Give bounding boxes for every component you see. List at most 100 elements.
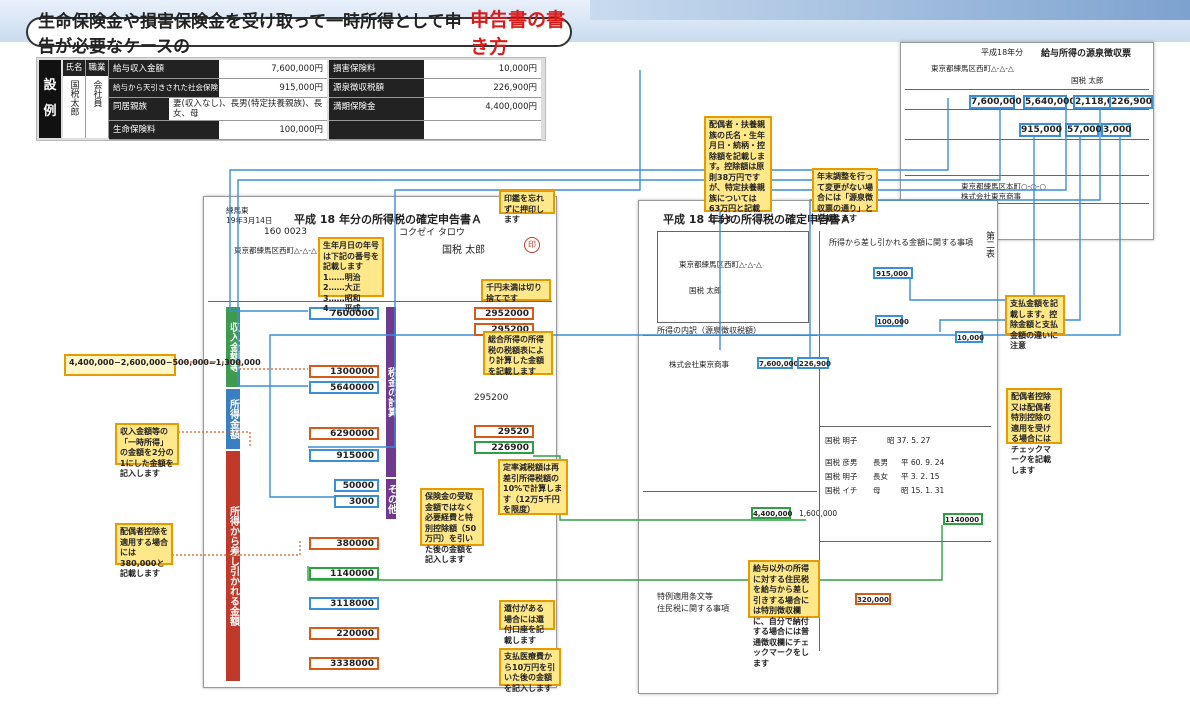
- row-key: 給与から天引きされた社会保険料: [109, 79, 219, 110]
- setting-row: 源泉徴収税額 226,900円: [329, 79, 541, 98]
- callout-check: 配偶者控除又は配偶者特別控除の適用を受ける場合にはチェックマークを記載します: [1006, 388, 1062, 475]
- cat-deduction: 所得から差し引かれる金額: [226, 451, 240, 681]
- row-value: 226,900円: [493, 83, 537, 93]
- row-key: 給与収入金額: [109, 60, 219, 78]
- form2-address: 東京都練馬区西町△-△-△: [679, 260, 762, 269]
- callout-resident: 給与以外の所得に対する住民税を給与から差し引きする場合には特別徴収欄に、自分で納…: [748, 560, 820, 668]
- row-value: 妻(収入なし)、長男(特定扶養親族)、長女、母: [173, 99, 323, 119]
- setting-row: 満期保険金 4,400,000円: [329, 98, 541, 121]
- cat-other: その他: [386, 479, 397, 519]
- form2-pay-amount: 7,600,000: [757, 357, 798, 369]
- row-key: 源泉徴収税額: [329, 79, 424, 97]
- side-label-1: 設: [43, 78, 57, 93]
- seal-mark: 印: [524, 237, 540, 253]
- form2-year: 18: [688, 213, 705, 226]
- dep3-name: 国税 イチ: [825, 486, 858, 495]
- spouse-birth: 昭 37. 5. 27: [887, 436, 931, 445]
- job-value: 会社員: [91, 80, 102, 107]
- form2-dep-total: 1140000: [943, 513, 983, 525]
- val-sum: 3118000: [309, 597, 379, 610]
- section-resident: 住民税に関する事項: [657, 604, 729, 613]
- callout-refund: 還付がある場合には還付口座を記載します: [499, 600, 555, 645]
- dep1-rel: 長男: [873, 458, 888, 467]
- row-value: 100,000円: [279, 125, 323, 135]
- callout-calc: 4,400,000−2,600,000−500,000=1,300,000: [64, 354, 261, 376]
- form2-name: 国税 太郎: [689, 286, 722, 295]
- form-page2: 平成 18 年分の所得税の確定申告書Ａ 第二表 東京都練馬区西町△-△-△ 国税…: [638, 200, 998, 694]
- form2-social: 915,000: [873, 267, 913, 279]
- address: 東京都練馬区西町△-△-△: [234, 246, 317, 255]
- val-total-ded: 3338000: [309, 657, 379, 670]
- row-key: 満期保険金: [329, 98, 424, 120]
- col-name-header: 氏名: [63, 60, 85, 76]
- title-highlight: 申告書の書き方: [470, 9, 566, 58]
- callout-seal: 印鑑を忘れずに押印します: [499, 190, 555, 224]
- val-temp-income: 1300000: [309, 365, 379, 378]
- name-value: 国税太郎: [68, 80, 79, 116]
- page2-label: 第二表: [984, 231, 994, 258]
- setting-row: 給与から天引きされた社会保険料915,000円: [109, 79, 327, 110]
- row-key: 損害保険料: [329, 60, 424, 78]
- setting-side-label: 設 例: [39, 60, 61, 138]
- callout-half: 収入金額等の「一時所得」の金額を2分の1にした金額を記入します: [115, 423, 179, 478]
- form2-medical: 320,000: [855, 593, 891, 605]
- slip-payment: 7,600,000: [969, 95, 1022, 109]
- val-tax-after: 295200: [474, 393, 509, 403]
- row-value: 7,600,000円: [271, 64, 323, 74]
- title-main: 生命保険金や損害保険金を受け取って一時所得として申告が必要なケースの: [38, 12, 462, 57]
- callout-round: 千円未満は切り捨てです: [481, 279, 551, 303]
- callout-insurance: 保険金の受取金額ではなく必要経費と特別控除額（50万円）を引いた後の金額を記入し…: [420, 488, 484, 564]
- slip-tax: 226,900: [1109, 95, 1153, 109]
- cat-tax-calc: 税金の計算: [386, 307, 397, 477]
- side-label-2: 例: [43, 104, 57, 119]
- form-date: 19年3月14日: [226, 216, 273, 225]
- cat-income: 収入金額等: [226, 307, 240, 387]
- form2-withheld: 226,900: [797, 357, 831, 369]
- setting-row: 同居親族妻(収入なし)、長男(特定扶養親族)、長女、母: [109, 98, 327, 121]
- form2-nonlife: 10,000: [955, 331, 984, 343]
- section-special: 特例適用条文等: [657, 592, 713, 601]
- form-year: 18: [319, 213, 336, 226]
- dep3-birth: 昭 15. 1. 31: [901, 486, 945, 495]
- slip-life-ins: 57,000: [1065, 123, 1102, 137]
- job-column: 職業 会社員: [86, 60, 109, 138]
- val-nonlife: 3000: [334, 495, 379, 508]
- row-value: 10,000円: [498, 64, 537, 74]
- val-total-income: 6290000: [309, 427, 379, 440]
- page-title: 生命保険金や損害保険金を受け取って一時所得として申告が必要なケースの申告書の書き…: [26, 9, 572, 58]
- col-job-header: 職業: [86, 60, 108, 76]
- furigana: コクゼイ タロウ: [399, 228, 465, 238]
- val-fixed-rate: 29520: [474, 425, 534, 438]
- callout-payment: 支払金額を記載します。控除金額と支払金額の違いに注意: [1005, 295, 1065, 350]
- form2-temp-amount: 4,400,000: [751, 507, 792, 519]
- taxpayer-name: 国税 太郎: [442, 245, 486, 256]
- slip-name: 国税 太郎: [1071, 76, 1104, 85]
- val-spouse: 380000: [309, 537, 379, 550]
- slip-nonlife: 3,000: [1101, 123, 1132, 137]
- callout-fixed: 定率減税額は再差引所得税額の10%で計算します（12万5千円を限度）: [498, 459, 568, 515]
- name-column: 氏名 国税太郎: [63, 60, 86, 138]
- val-dependent: 1140000: [309, 567, 379, 580]
- slip-year: 平成18年分: [981, 48, 1024, 57]
- setting-row: 給与収入金額 7,600,000円: [109, 60, 327, 79]
- slip-title: 給与所得の源泉徴収票: [1041, 49, 1132, 59]
- form2-life: 100,000: [875, 315, 909, 327]
- callout-spouse: 配偶者控除を適用する場合には380,000と記載します: [115, 523, 173, 578]
- slip-after-deduction: 5,640,000: [1023, 95, 1076, 109]
- val-social: 915000: [309, 449, 379, 462]
- payer: 株式会社東京商事: [669, 360, 729, 369]
- dep2-name: 国税 明子: [825, 472, 858, 481]
- callout-medical: 支払医療費から10万円を引いた後の金額を記入します: [499, 648, 561, 693]
- dep1-birth: 平 60. 9. 24: [901, 458, 945, 467]
- val-taxable: 2952000: [474, 307, 534, 320]
- row-key: [329, 121, 424, 139]
- val-medical: 220000: [309, 627, 379, 640]
- callout-era: 生年月日の年号は下記の番号を記載します 1……明治 2……大正 3……昭和 4……: [318, 237, 384, 313]
- dep2-birth: 平 3. 2. 15: [901, 472, 940, 481]
- callout-rate: 総合所得の所得税の税額表により計算した金額を記載します: [483, 331, 553, 376]
- row-value: 4,400,000円: [485, 102, 537, 112]
- val-withheld: 226900: [474, 441, 534, 454]
- cat-shotoku: 所得金額: [226, 389, 240, 449]
- spouse-name: 国税 明子: [825, 436, 858, 445]
